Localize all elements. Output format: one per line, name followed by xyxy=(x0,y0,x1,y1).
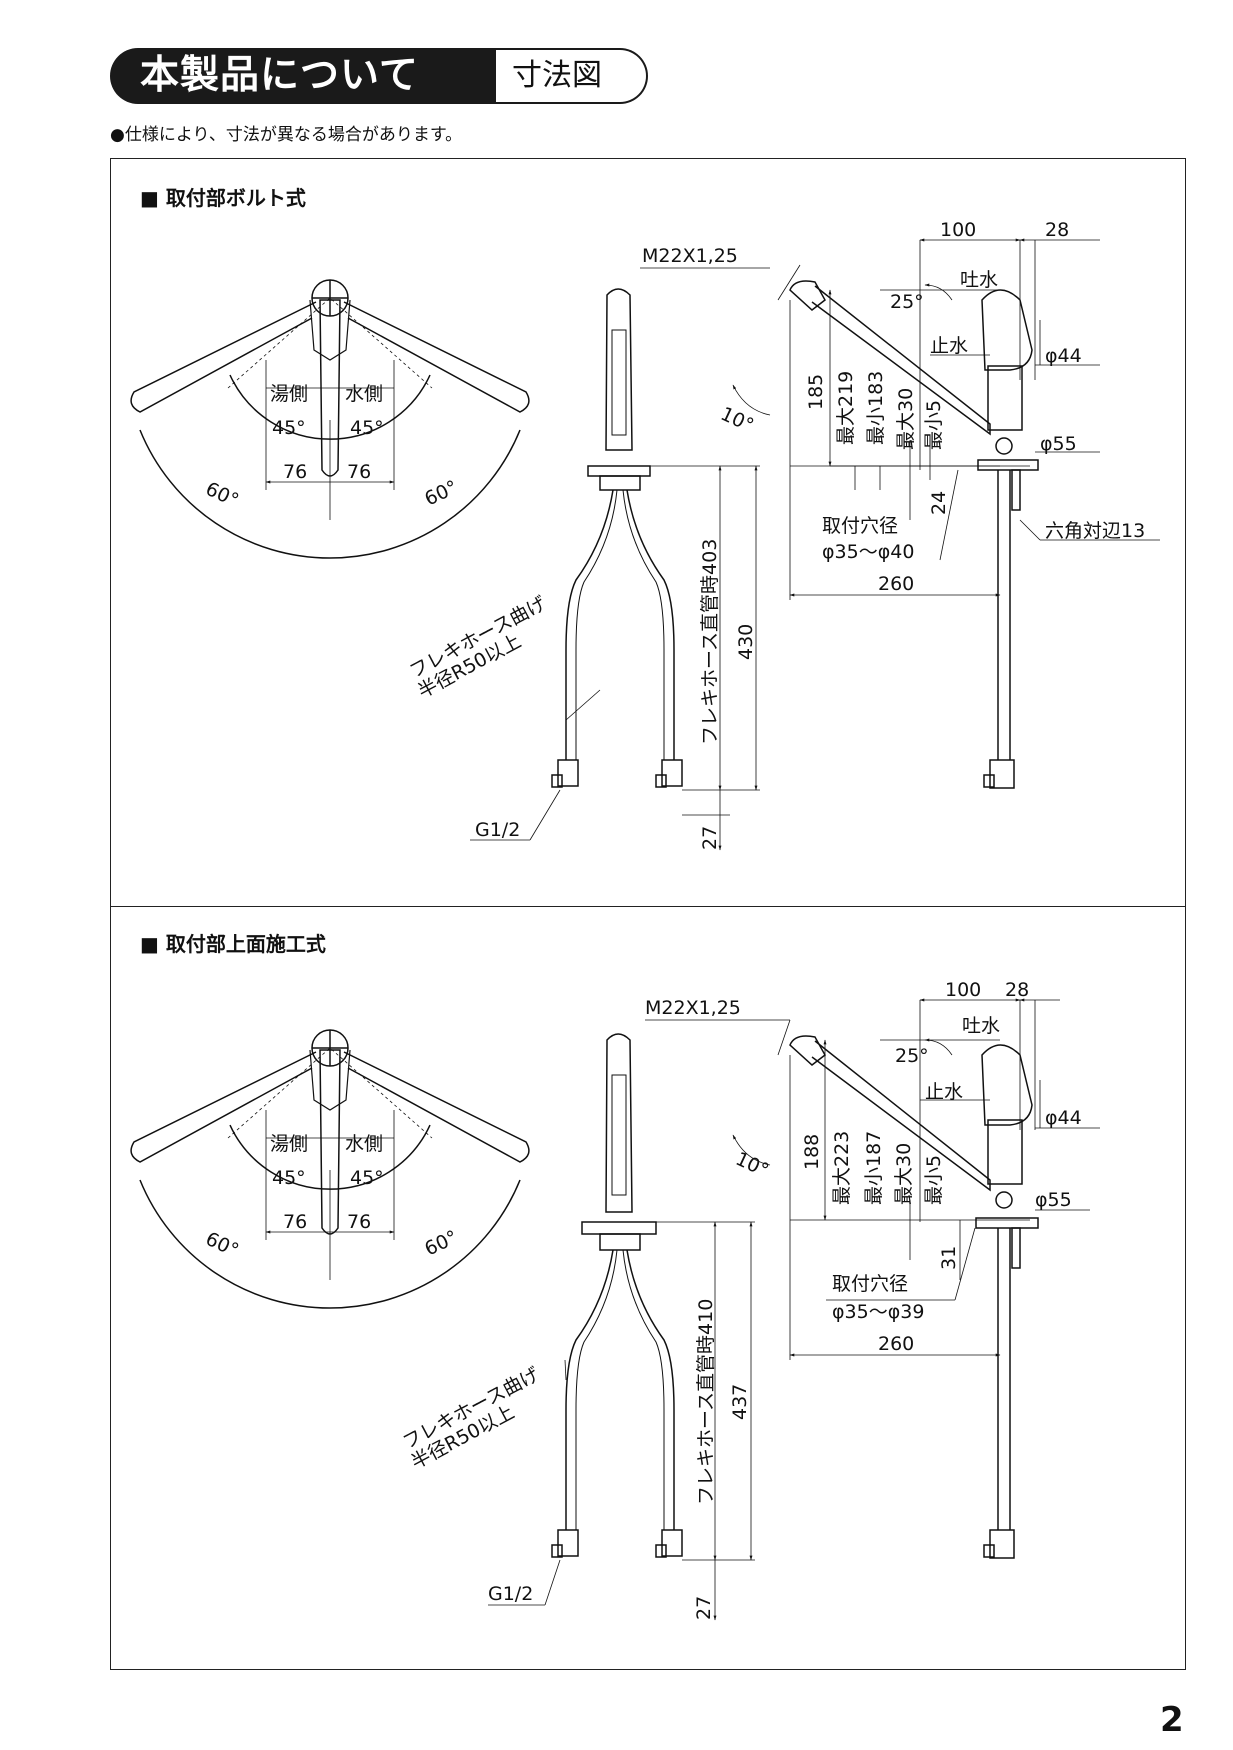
front-view-2 xyxy=(488,1033,755,1621)
thread-g12: G1/2 xyxy=(475,819,520,841)
dia-44: φ44 xyxy=(1045,345,1082,367)
dim-24: 24 xyxy=(928,491,950,515)
dim-260: 260 xyxy=(878,573,914,595)
hose-straight-length: フレキホース直管時410 xyxy=(695,1299,717,1505)
angle-25: 25° xyxy=(895,1045,929,1067)
hole-dia-range: φ35～φ39 xyxy=(832,1301,924,1323)
dim-min-5: 最小5 xyxy=(923,400,945,450)
dim-28: 28 xyxy=(1045,219,1069,241)
dim-76-cold: 76 xyxy=(347,461,371,483)
angle-45-hot: 45° xyxy=(272,1167,306,1189)
side-view-2 xyxy=(645,998,1100,1559)
angle-10: 10° xyxy=(717,403,757,437)
angle-60-hot: 60° xyxy=(202,1228,242,1262)
top-view-1 xyxy=(130,279,530,559)
panel-top-mount-type xyxy=(110,906,1186,1670)
header-title-bg xyxy=(110,48,496,104)
dim-max-30: 最大30 xyxy=(895,388,917,450)
page-title: 本製品について xyxy=(140,53,419,98)
angle-25: 25° xyxy=(890,291,924,313)
top-view-2 xyxy=(130,1029,530,1309)
angle-60-cold: 60° xyxy=(421,1226,461,1260)
page-subtitle: 寸法図 xyxy=(512,58,602,93)
dim-100: 100 xyxy=(940,219,976,241)
dim-185: 185 xyxy=(805,374,827,410)
angle-60-hot: 60° xyxy=(202,478,242,512)
front-view-1 xyxy=(470,288,760,851)
stop-label: 止水 xyxy=(930,335,968,357)
dim-28: 28 xyxy=(1005,979,1029,1001)
dim-76-cold: 76 xyxy=(347,1211,371,1233)
dim-31: 31 xyxy=(938,1246,960,1270)
hole-dia-range: φ35～φ40 xyxy=(822,541,914,563)
page-number: 2 xyxy=(1160,1700,1184,1740)
thread-spec: M22X1,25 xyxy=(642,245,738,267)
dia-55: φ55 xyxy=(1040,433,1077,455)
dim-430: 430 xyxy=(735,624,757,660)
page-header: 本製品について 寸法図 xyxy=(110,48,662,104)
dim-188: 188 xyxy=(801,1134,823,1170)
section2-labels: 湯側 水側 45° 45° 76 76 60° 60° M22X1,25 フレキ… xyxy=(202,979,1082,1620)
dia-55: φ55 xyxy=(1035,1189,1072,1211)
dim-76-hot: 76 xyxy=(283,461,307,483)
hole-dia-label: 取付穴径 xyxy=(822,515,898,537)
thread-g12: G1/2 xyxy=(488,1583,533,1605)
dim-min-5: 最小5 xyxy=(923,1155,945,1205)
dim-260: 260 xyxy=(878,1333,914,1355)
spout-label: 吐水 xyxy=(962,1015,1000,1037)
dim-27: 27 xyxy=(699,826,721,850)
section-title-bolt: ■ 取付部ボルト式 xyxy=(140,186,306,210)
dim-437: 437 xyxy=(729,1384,751,1420)
angle-45-hot: 45° xyxy=(272,417,306,439)
side-view-1 xyxy=(640,238,1160,789)
cold-side-label: 水側 xyxy=(345,1133,383,1155)
angle-45-cold: 45° xyxy=(350,417,384,439)
section1-drawing xyxy=(130,238,1160,851)
dim-min-183: 最小183 xyxy=(865,371,887,445)
angle-10: 10° xyxy=(732,1148,772,1182)
spout-label: 吐水 xyxy=(960,269,998,291)
hole-dia-label: 取付穴径 xyxy=(832,1273,908,1295)
angle-45-cold: 45° xyxy=(350,1167,384,1189)
stop-label: 止水 xyxy=(925,1081,963,1103)
hex-size: 六角対辺13 xyxy=(1045,520,1145,542)
thread-spec: M22X1,25 xyxy=(645,997,741,1019)
cold-side-label: 水側 xyxy=(345,383,383,405)
dim-max-219: 最大219 xyxy=(835,371,857,445)
dia-44: φ44 xyxy=(1045,1107,1082,1129)
spec-note: ●仕様により、寸法が異なる場合があります。 xyxy=(110,125,463,145)
dim-100: 100 xyxy=(945,979,981,1001)
hot-side-label: 湯側 xyxy=(270,1133,308,1155)
section2-drawing xyxy=(130,998,1100,1621)
dim-min-187: 最小187 xyxy=(863,1131,885,1205)
dim-27: 27 xyxy=(693,1596,715,1620)
angle-60-cold: 60° xyxy=(421,476,461,510)
hose-straight-length: フレキホース直管時403 xyxy=(699,539,721,745)
dim-max-223: 最大223 xyxy=(831,1131,853,1205)
section-title-top-mount: ■ 取付部上面施工式 xyxy=(140,932,326,956)
dim-76-hot: 76 xyxy=(283,1211,307,1233)
dim-max-30: 最大30 xyxy=(893,1143,915,1205)
hot-side-label: 湯側 xyxy=(270,383,308,405)
header-subtitle-bg xyxy=(496,48,648,104)
